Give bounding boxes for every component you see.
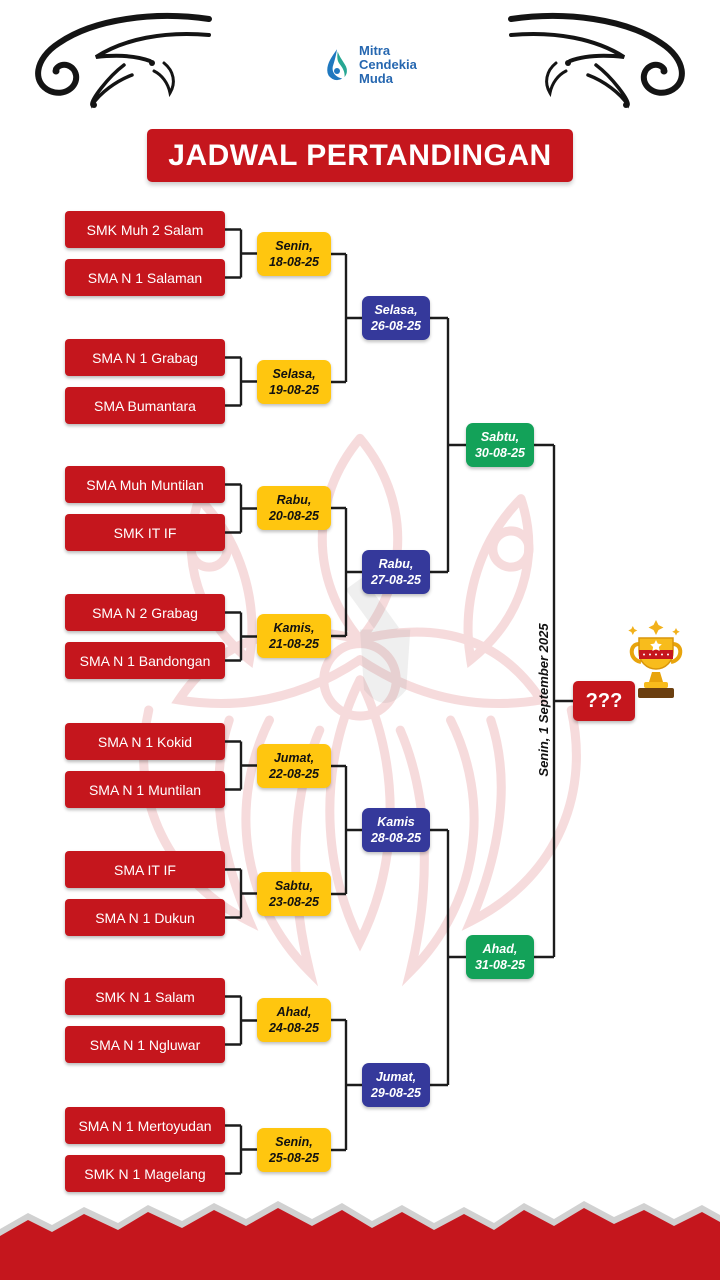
match-day: Rabu, bbox=[378, 557, 414, 571]
match-date: 20-08-25 bbox=[268, 509, 320, 523]
team-box: SMA N 1 Ngluwar bbox=[65, 1026, 225, 1063]
trophy-icon bbox=[628, 620, 683, 698]
match-date: 22-08-25 bbox=[268, 767, 320, 781]
match-date: 28-08-25 bbox=[370, 831, 422, 845]
team-box: SMA N 2 Grabag bbox=[65, 594, 225, 631]
match-day: Jumat, bbox=[273, 751, 315, 765]
match-date-box: Sabtu, 23-08-25 bbox=[257, 872, 331, 916]
match-date: 19-08-25 bbox=[268, 383, 320, 397]
match-date: 30-08-25 bbox=[474, 446, 526, 460]
quarterfinal-date-box: Rabu, 27-08-25 bbox=[362, 550, 430, 594]
torn-paper-edge bbox=[0, 1201, 720, 1280]
match-date-box: Jumat, 22-08-25 bbox=[257, 744, 331, 788]
match-day: Ahad, bbox=[276, 1005, 312, 1019]
match-date: 25-08-25 bbox=[268, 1151, 320, 1165]
final-date-label: Senin, 1 September 2025 bbox=[536, 623, 551, 777]
match-date: 24-08-25 bbox=[268, 1021, 320, 1035]
match-day: Rabu, bbox=[276, 493, 312, 507]
team-box: SMA N 1 Muntilan bbox=[65, 771, 225, 808]
match-day: Ahad, bbox=[482, 942, 518, 956]
team-box: SMA N 1 Mertoyudan bbox=[65, 1107, 225, 1144]
team-box: SMA IT IF bbox=[65, 851, 225, 888]
match-date-box: Senin, 18-08-25 bbox=[257, 232, 331, 276]
match-day: Sabtu, bbox=[274, 879, 314, 893]
team-box: SMA Bumantara bbox=[65, 387, 225, 424]
team-box: SMA Muh Muntilan bbox=[65, 466, 225, 503]
team-box: SMA N 1 Kokid bbox=[65, 723, 225, 760]
quarterfinal-date-box: Jumat, 29-08-25 bbox=[362, 1063, 430, 1107]
match-day: Senin, bbox=[275, 239, 313, 253]
logo-text: Mitra Cendekia Muda bbox=[359, 44, 417, 86]
team-box: SMA N 1 Salaman bbox=[65, 259, 225, 296]
corner-flourish-right bbox=[508, 13, 685, 109]
match-date-box: Senin, 25-08-25 bbox=[257, 1128, 331, 1172]
match-day: Jumat, bbox=[375, 1070, 417, 1084]
team-box: SMK N 1 Magelang bbox=[65, 1155, 225, 1192]
match-date-box: Ahad, 24-08-25 bbox=[257, 998, 331, 1042]
match-date-box: Kamis, 21-08-25 bbox=[257, 614, 331, 658]
team-box: SMA N 1 Bandongan bbox=[65, 642, 225, 679]
quarterfinal-date-box: Selasa, 26-08-25 bbox=[362, 296, 430, 340]
match-day: Kamis, bbox=[273, 621, 315, 635]
match-date-box: Selasa, 19-08-25 bbox=[257, 360, 331, 404]
team-box: SMK Muh 2 Salam bbox=[65, 211, 225, 248]
match-date: 29-08-25 bbox=[370, 1086, 422, 1100]
match-day: Selasa, bbox=[272, 367, 316, 381]
page-title: JADWAL PERTANDINGAN bbox=[168, 138, 552, 172]
corner-flourish-left bbox=[35, 13, 212, 109]
logo: Mitra Cendekia Muda bbox=[322, 44, 417, 86]
match-day: Selasa, bbox=[374, 303, 418, 317]
logo-drop-icon bbox=[327, 49, 347, 81]
match-date: 26-08-25 bbox=[370, 319, 422, 333]
match-date: 27-08-25 bbox=[370, 573, 422, 587]
match-date-box: Rabu, 20-08-25 bbox=[257, 486, 331, 530]
team-box: SMA N 1 Dukun bbox=[65, 899, 225, 936]
team-box: SMA N 1 Grabag bbox=[65, 339, 225, 376]
match-day: Sabtu, bbox=[480, 430, 520, 444]
title-banner: JADWAL PERTANDINGAN bbox=[147, 129, 573, 182]
logo-line-1: Mitra bbox=[359, 43, 391, 58]
match-date: 21-08-25 bbox=[268, 637, 320, 651]
logo-line-3: Muda bbox=[359, 71, 393, 86]
match-date: 23-08-25 bbox=[268, 895, 320, 909]
team-box: SMK N 1 Salam bbox=[65, 978, 225, 1015]
match-day: Kamis bbox=[377, 815, 415, 829]
final-winner-box: ??? bbox=[573, 681, 635, 721]
quarterfinal-date-box: Kamis 28-08-25 bbox=[362, 808, 430, 852]
match-day: Senin, bbox=[275, 1135, 313, 1149]
logo-line-2: Cendekia bbox=[359, 57, 417, 72]
match-date: 31-08-25 bbox=[474, 958, 526, 972]
semifinal-date-box: Sabtu, 30-08-25 bbox=[466, 423, 534, 467]
semifinal-date-box: Ahad, 31-08-25 bbox=[466, 935, 534, 979]
match-date: 18-08-25 bbox=[268, 255, 320, 269]
team-box: SMK IT IF bbox=[65, 514, 225, 551]
